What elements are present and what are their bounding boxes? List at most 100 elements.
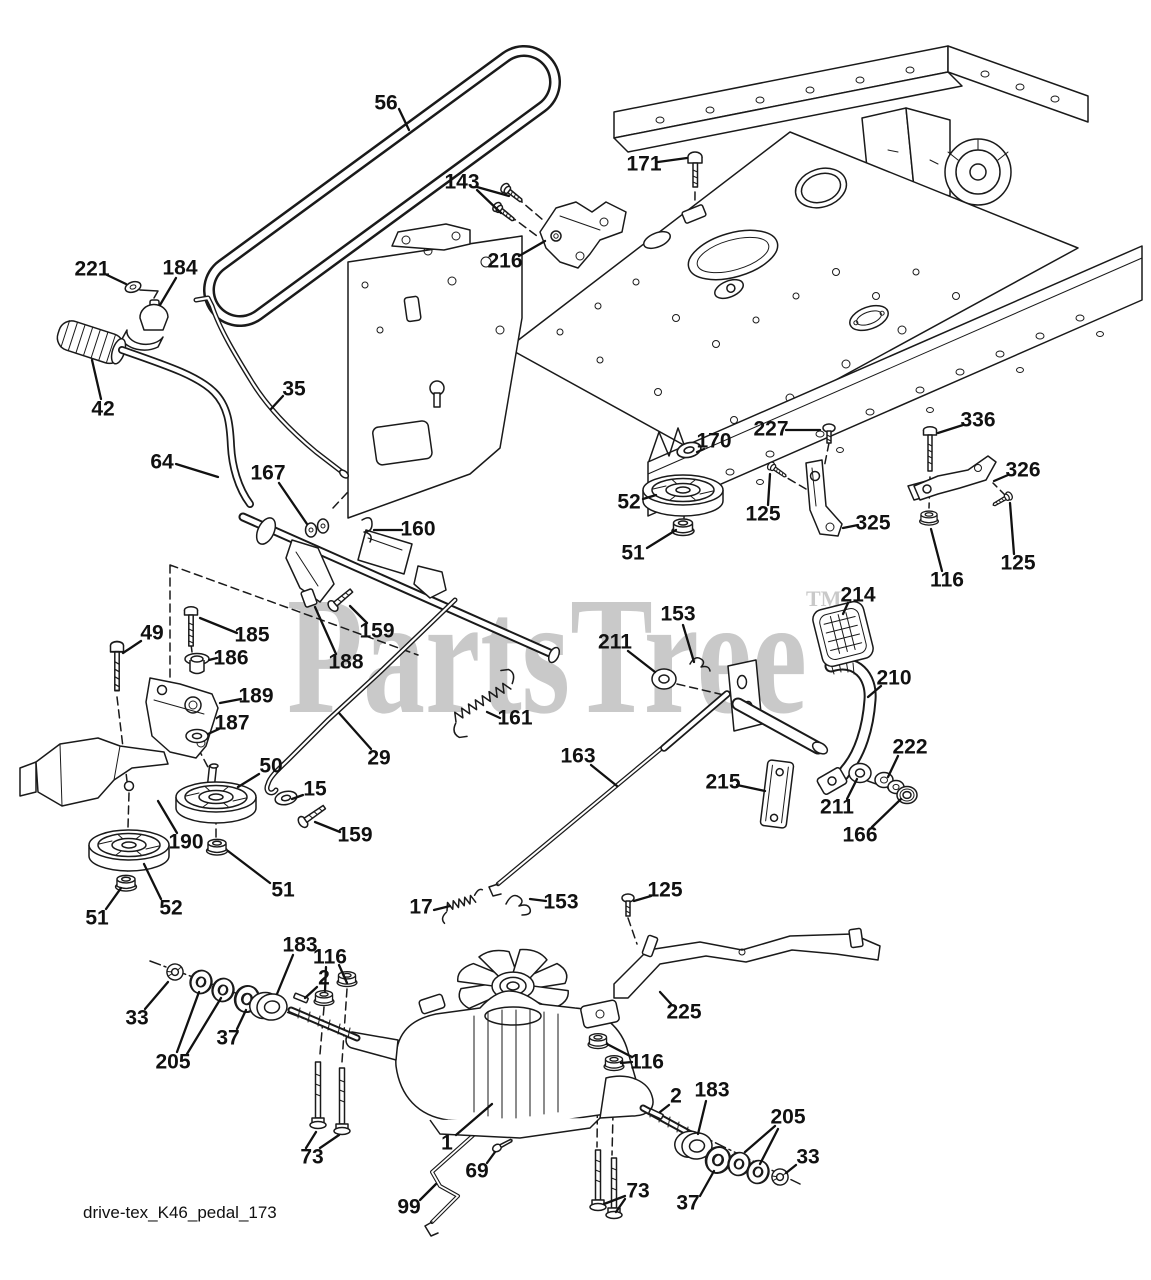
leader-52r bbox=[641, 493, 658, 501]
callout-159u: 159 bbox=[359, 620, 394, 643]
callout-215: 215 bbox=[705, 771, 740, 794]
callout-69: 69 bbox=[465, 1160, 488, 1183]
leader-210 bbox=[866, 684, 883, 699]
leader-186 bbox=[207, 656, 219, 662]
leader-163 bbox=[589, 763, 619, 788]
callout-116l: 116 bbox=[313, 946, 347, 969]
handle-parts bbox=[56, 280, 169, 365]
callout-2l: 2 bbox=[318, 967, 330, 990]
drive-belt bbox=[203, 45, 561, 327]
idler-group-right bbox=[642, 151, 724, 537]
callout-183r: 183 bbox=[694, 1079, 729, 1102]
callout-163: 163 bbox=[560, 745, 595, 768]
callout-1: 1 bbox=[441, 1132, 453, 1155]
leader-211l bbox=[626, 649, 657, 674]
leader-188 bbox=[313, 605, 338, 656]
rod-35 bbox=[193, 295, 350, 479]
callout-185: 185 bbox=[234, 624, 269, 647]
callout-186: 186 bbox=[213, 647, 248, 670]
callout-205r: 205 bbox=[770, 1106, 805, 1129]
leader-336 bbox=[936, 423, 965, 435]
callout-188: 188 bbox=[328, 651, 363, 674]
leader-166 bbox=[870, 797, 903, 829]
clip-153-lower bbox=[505, 894, 532, 916]
callout-143: 143 bbox=[444, 171, 479, 194]
leader-161 bbox=[485, 710, 502, 720]
leader-171 bbox=[656, 156, 689, 164]
leader-205l-1 bbox=[185, 996, 223, 1056]
leader-325 bbox=[841, 523, 860, 530]
callout-167: 167 bbox=[250, 462, 285, 485]
callout-17: 17 bbox=[409, 896, 432, 919]
callout-51c: 51 bbox=[621, 542, 645, 565]
leader-116f bbox=[929, 527, 944, 573]
leader-190 bbox=[156, 799, 179, 835]
callout-51a: 51 bbox=[85, 907, 109, 930]
leader-52l bbox=[142, 862, 163, 901]
diagram-artwork bbox=[19, 45, 1143, 1237]
callout-183l: 183 bbox=[282, 934, 317, 957]
callout-205l: 205 bbox=[155, 1051, 190, 1074]
leader-116l bbox=[323, 965, 328, 993]
callout-56: 56 bbox=[374, 92, 397, 115]
bracket-326-group bbox=[907, 426, 1015, 526]
leader-183r bbox=[696, 1099, 708, 1136]
leader-153u bbox=[681, 623, 696, 664]
leader-37r bbox=[698, 1169, 716, 1198]
leader-51b bbox=[226, 849, 272, 885]
callout-125b: 125 bbox=[647, 879, 682, 902]
callout-37r: 37 bbox=[676, 1192, 699, 1215]
leader-51c bbox=[645, 528, 678, 550]
leader-33l bbox=[143, 980, 170, 1011]
leader-69 bbox=[485, 1150, 497, 1165]
leader-15 bbox=[290, 793, 305, 801]
callout-33r: 33 bbox=[796, 1146, 819, 1169]
leader-170 bbox=[695, 447, 706, 454]
callout-29: 29 bbox=[367, 747, 390, 770]
leader-216 bbox=[517, 239, 547, 258]
leader-116l-1 bbox=[337, 963, 349, 985]
leader-116r-1 bbox=[619, 1060, 634, 1065]
callout-42: 42 bbox=[91, 398, 114, 421]
callout-221: 221 bbox=[74, 258, 109, 281]
shaft-small-parts bbox=[304, 517, 373, 613]
leader-1 bbox=[454, 1102, 494, 1137]
frame-assembly bbox=[347, 45, 1143, 519]
leader-99 bbox=[418, 1182, 438, 1202]
leader-214 bbox=[841, 601, 850, 616]
callout-33l: 33 bbox=[125, 1007, 148, 1030]
leader-215 bbox=[735, 783, 767, 793]
callout-159lo: 159 bbox=[337, 824, 372, 847]
callout-214: 214 bbox=[840, 584, 875, 607]
bracket-225 bbox=[613, 893, 881, 999]
callout-187: 187 bbox=[214, 712, 249, 735]
callout-64: 64 bbox=[150, 451, 174, 474]
callout-52r: 52 bbox=[617, 491, 640, 514]
callout-189: 189 bbox=[238, 685, 273, 708]
callout-227: 227 bbox=[753, 418, 788, 441]
leader-33r bbox=[784, 1163, 798, 1175]
callout-216: 216 bbox=[487, 250, 522, 273]
callout-15: 15 bbox=[303, 778, 327, 801]
callout-211l: 211 bbox=[598, 631, 632, 654]
callout-190: 190 bbox=[168, 831, 203, 854]
axle-parts-right bbox=[587, 1033, 791, 1220]
bolts-73-right bbox=[589, 1149, 623, 1220]
callout-211r: 211 bbox=[820, 796, 854, 819]
plate-215 bbox=[759, 759, 795, 829]
callout-160: 160 bbox=[400, 518, 435, 541]
callout-51b: 51 bbox=[271, 879, 295, 902]
leader-37l bbox=[235, 1008, 248, 1031]
leader-185 bbox=[198, 616, 239, 635]
callout-222: 222 bbox=[892, 736, 927, 759]
callout-161: 161 bbox=[497, 707, 532, 730]
leader-205r bbox=[743, 1124, 777, 1154]
bracket-325-group bbox=[765, 423, 843, 537]
leader-29 bbox=[337, 711, 373, 751]
leader-50 bbox=[236, 772, 261, 789]
callout-116r: 116 bbox=[630, 1051, 664, 1074]
leader-73r-1 bbox=[614, 1197, 627, 1214]
leader-35 bbox=[269, 394, 285, 411]
pulley-group-left bbox=[19, 737, 327, 892]
leader-73l-1 bbox=[318, 1133, 341, 1150]
